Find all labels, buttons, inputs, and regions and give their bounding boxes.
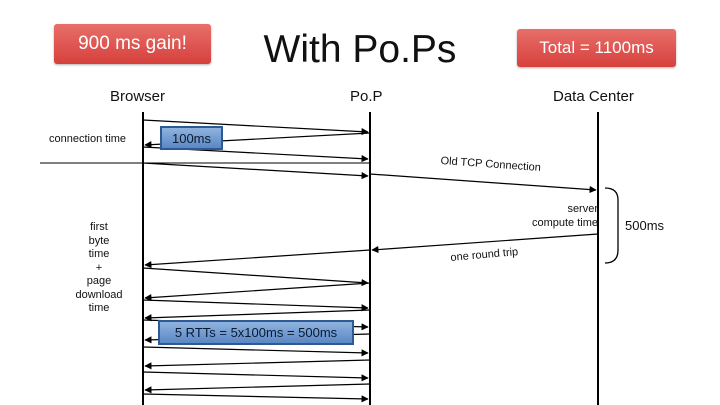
server-compute-label: server compute time [531,203,598,229]
server-time-label: 500ms [625,218,665,233]
lane-label-pop: Po.P [350,88,383,105]
rtt-line-3 [142,299,369,312]
rtt-line-4 [144,309,371,322]
lane-label-browser: Browser [110,88,166,105]
rtt-line-11 [142,393,369,403]
first-byte-label: first byte time + page download time [75,221,123,314]
page-title: With Po.Ps [263,28,457,71]
rtt-line-10 [144,383,371,394]
rtt-summary-box: 5 RTTs = 5x100ms = 500ms [158,320,354,345]
lane-label-datacenter: Data Center [553,88,634,105]
total-badge: Total = 1100ms [517,29,676,67]
rtt-line-2 [144,282,371,302]
msg-request-2 [369,173,597,194]
msg-request-1 [142,162,369,180]
rtt-line-7 [142,346,369,357]
rtt-line-8 [144,359,371,370]
msg-conn-1 [142,119,369,136]
gain-badge: 900 ms gain! [54,24,211,64]
rtt-line-1 [142,267,369,287]
connection-time-label: connection time [49,133,127,145]
msg-response-2 [144,249,371,269]
hop-time-box: 100ms [160,126,223,150]
msg-response-1 [371,233,599,254]
rtt-line-9 [142,371,369,382]
server-time-brace [604,187,619,264]
